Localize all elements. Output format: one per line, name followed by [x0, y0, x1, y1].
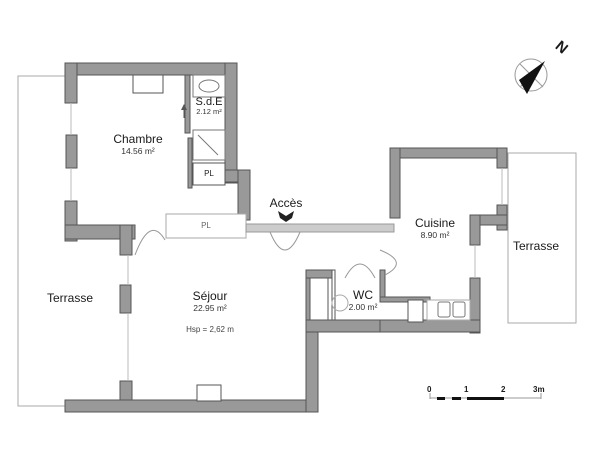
ceiling-height: Hsp = 2,62 m: [186, 324, 234, 334]
room-cuisine: Cuisine 8.90 m²: [405, 217, 465, 240]
room-area: 2.00 m²: [348, 302, 378, 312]
room-name: S.d.E: [195, 96, 223, 108]
scale-tick-3m: 3m: [533, 385, 545, 394]
door-entrance: [269, 231, 301, 251]
room-sejour: Séjour 22.95 m² Hsp = 2,62 m: [180, 290, 240, 334]
room-area: 22.95 m²: [193, 303, 227, 313]
terrace-right-label: Terrasse: [512, 239, 559, 253]
entrance-wall: [245, 223, 395, 233]
closet-pl-bottom: [165, 213, 247, 239]
room-area: 2.12 m²: [196, 107, 222, 116]
shower-diagonal: [197, 134, 219, 156]
door-chambre: [134, 229, 166, 256]
compass-icon: [514, 58, 548, 94]
shower: [192, 129, 226, 161]
room-sde: S.d.E 2.12 m²: [190, 97, 228, 116]
room-name: Chambre: [113, 132, 163, 146]
room-wc: WC 2.00 m²: [340, 289, 386, 312]
sink: [192, 74, 226, 98]
washbasin-icon: [198, 79, 220, 93]
door-cuisine: [379, 249, 397, 276]
room-area: 14.56 m²: [121, 146, 155, 156]
windows: [70, 103, 503, 381]
scale-tick-2: 2: [501, 385, 506, 394]
closet-pl-top: [192, 162, 226, 186]
entrance-label: Accès: [269, 196, 303, 210]
closet-label-bottom: PL: [201, 221, 211, 230]
wc-cabinet: [309, 277, 329, 321]
door-wc: [344, 263, 376, 279]
scale-tick-1: 1: [464, 385, 469, 394]
chevron-down-icon: [278, 211, 294, 222]
room-area: 8.90 m²: [420, 230, 450, 240]
room-chambre: Chambre 14.56 m²: [108, 133, 168, 156]
room-name: Cuisine: [414, 216, 456, 230]
walls: [64, 62, 508, 413]
toilet-icon: [331, 294, 349, 312]
room-name: Séjour: [192, 289, 228, 303]
scale-bar: [429, 393, 542, 400]
terrace-left-outline: [17, 75, 65, 407]
terrace-left-label: Terrasse: [46, 291, 93, 305]
room-name: WC: [353, 288, 373, 302]
scale-tick-0: 0: [427, 385, 432, 394]
closet-label-top: PL: [204, 169, 214, 178]
terrace-right-outline: [507, 152, 577, 324]
